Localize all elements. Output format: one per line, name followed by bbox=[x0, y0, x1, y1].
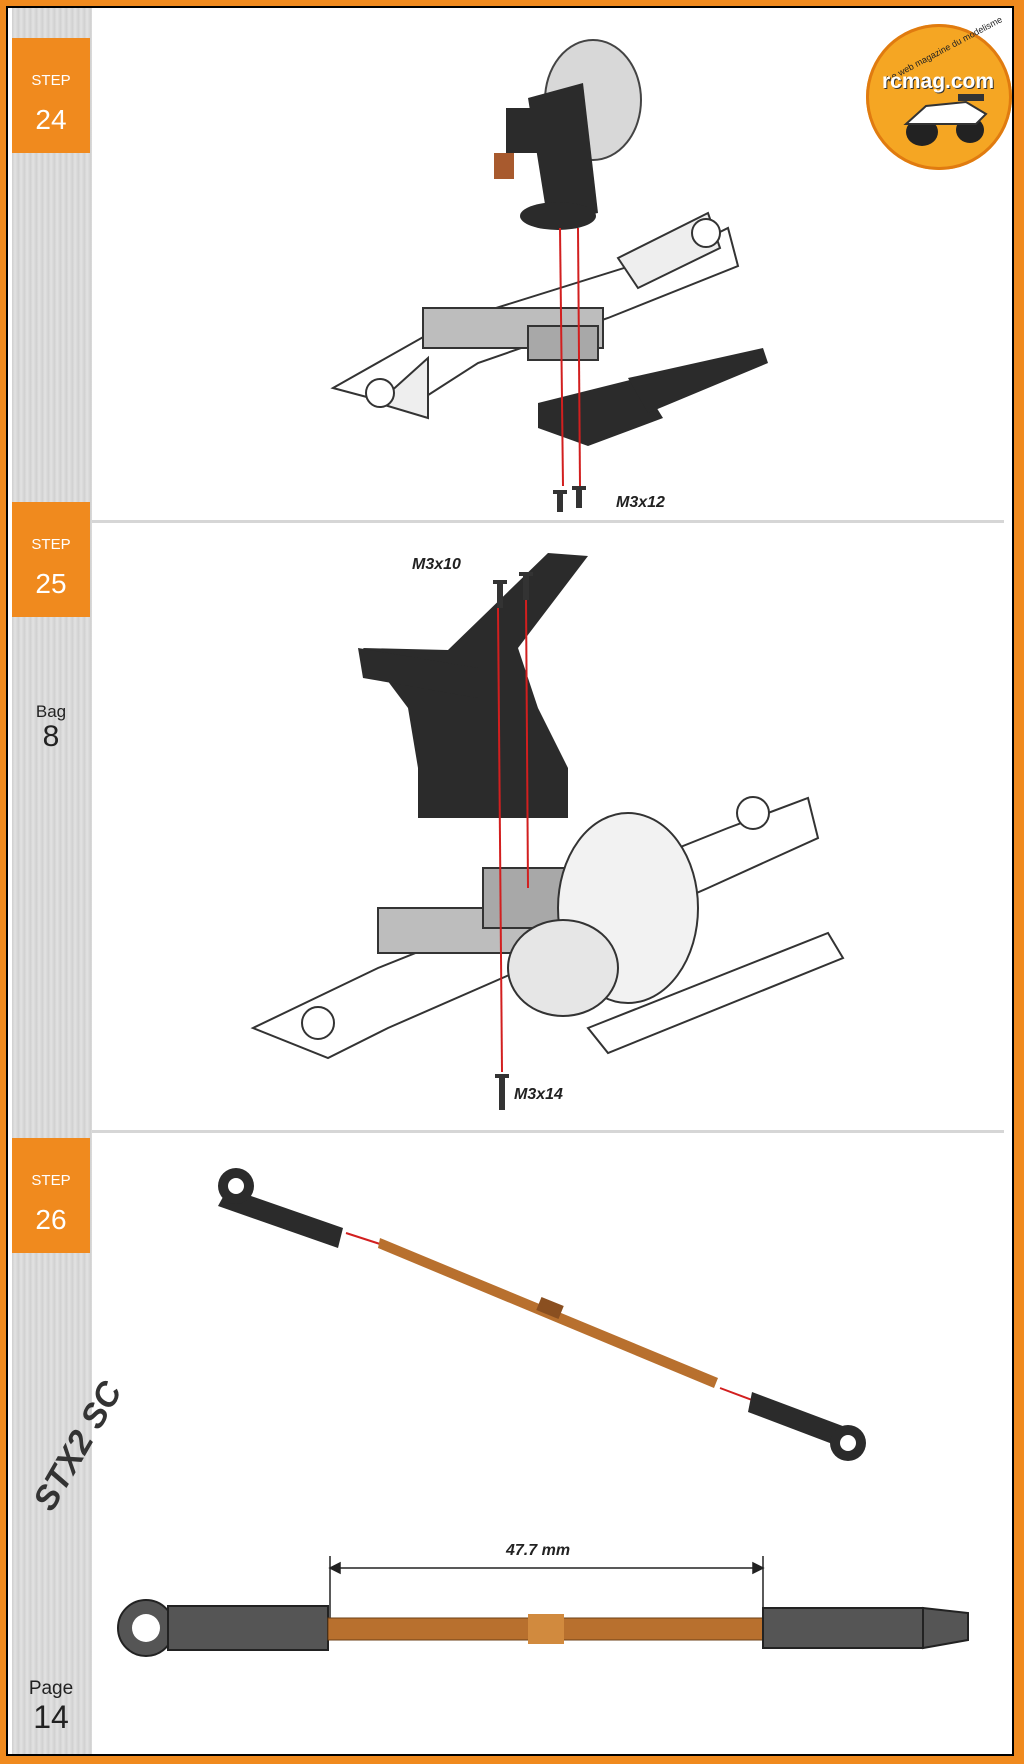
screw-icon bbox=[553, 490, 567, 512]
screw-icon bbox=[572, 486, 586, 508]
shock-tower-part bbox=[358, 553, 588, 818]
length-label: 47.7 mm bbox=[506, 1542, 571, 1559]
step-number: 25 bbox=[35, 568, 67, 599]
page-number: 14 bbox=[33, 1699, 69, 1735]
step-divider bbox=[92, 520, 1004, 523]
step-number: 24 bbox=[35, 104, 67, 135]
step-25-tab: STEP 25 bbox=[12, 502, 90, 617]
bag-indicator: Bag 8 bbox=[12, 702, 90, 752]
chassis-assembly bbox=[330, 211, 740, 420]
assembled-turnbuckle bbox=[117, 1599, 969, 1657]
step-label: STEP bbox=[31, 1172, 71, 1189]
step-26-tab: STEP 26 bbox=[12, 1138, 90, 1253]
rcmag-logo: Le web magazine du modelisme rcmag.com bbox=[866, 14, 1012, 170]
bag-label: Bag bbox=[35, 702, 67, 721]
step-divider bbox=[92, 1130, 1004, 1133]
rod-end-part bbox=[748, 1392, 866, 1461]
screw-icon bbox=[495, 1074, 509, 1110]
step-24-tab: STEP 24 bbox=[12, 38, 90, 153]
screw-size-label: M3x10 bbox=[412, 556, 461, 573]
step-number: 26 bbox=[35, 1204, 67, 1235]
motor-part bbox=[494, 39, 642, 230]
page-indicator: Page 14 bbox=[12, 1678, 90, 1734]
chassis-assembly bbox=[250, 796, 845, 1060]
sidebar bbox=[12, 8, 92, 1754]
logo-brand: rcmag.com bbox=[882, 70, 995, 93]
step-24-illustration bbox=[330, 39, 768, 512]
logo-buggy-icon bbox=[903, 94, 988, 146]
step-25-illustration bbox=[250, 553, 845, 1110]
dimension-line bbox=[328, 1556, 765, 1623]
page-label: Page bbox=[28, 1678, 74, 1699]
instruction-page: STEP 24 STEP 25 Bag 8 STEP 26 STX2 SC Pa… bbox=[6, 6, 1014, 1756]
step-label: STEP bbox=[31, 536, 71, 553]
turnbuckle-rod bbox=[378, 1238, 718, 1388]
screw-icon bbox=[493, 580, 507, 608]
step-label: STEP bbox=[31, 72, 71, 89]
step-26-illustration bbox=[117, 1168, 969, 1657]
bag-number: 8 bbox=[42, 720, 60, 753]
skid-plate-part bbox=[538, 348, 768, 446]
screw-size-label: M3x14 bbox=[514, 1086, 563, 1103]
screw-size-label: M3x12 bbox=[616, 494, 665, 511]
screw-icon bbox=[519, 572, 533, 600]
rod-end-part bbox=[218, 1168, 343, 1248]
